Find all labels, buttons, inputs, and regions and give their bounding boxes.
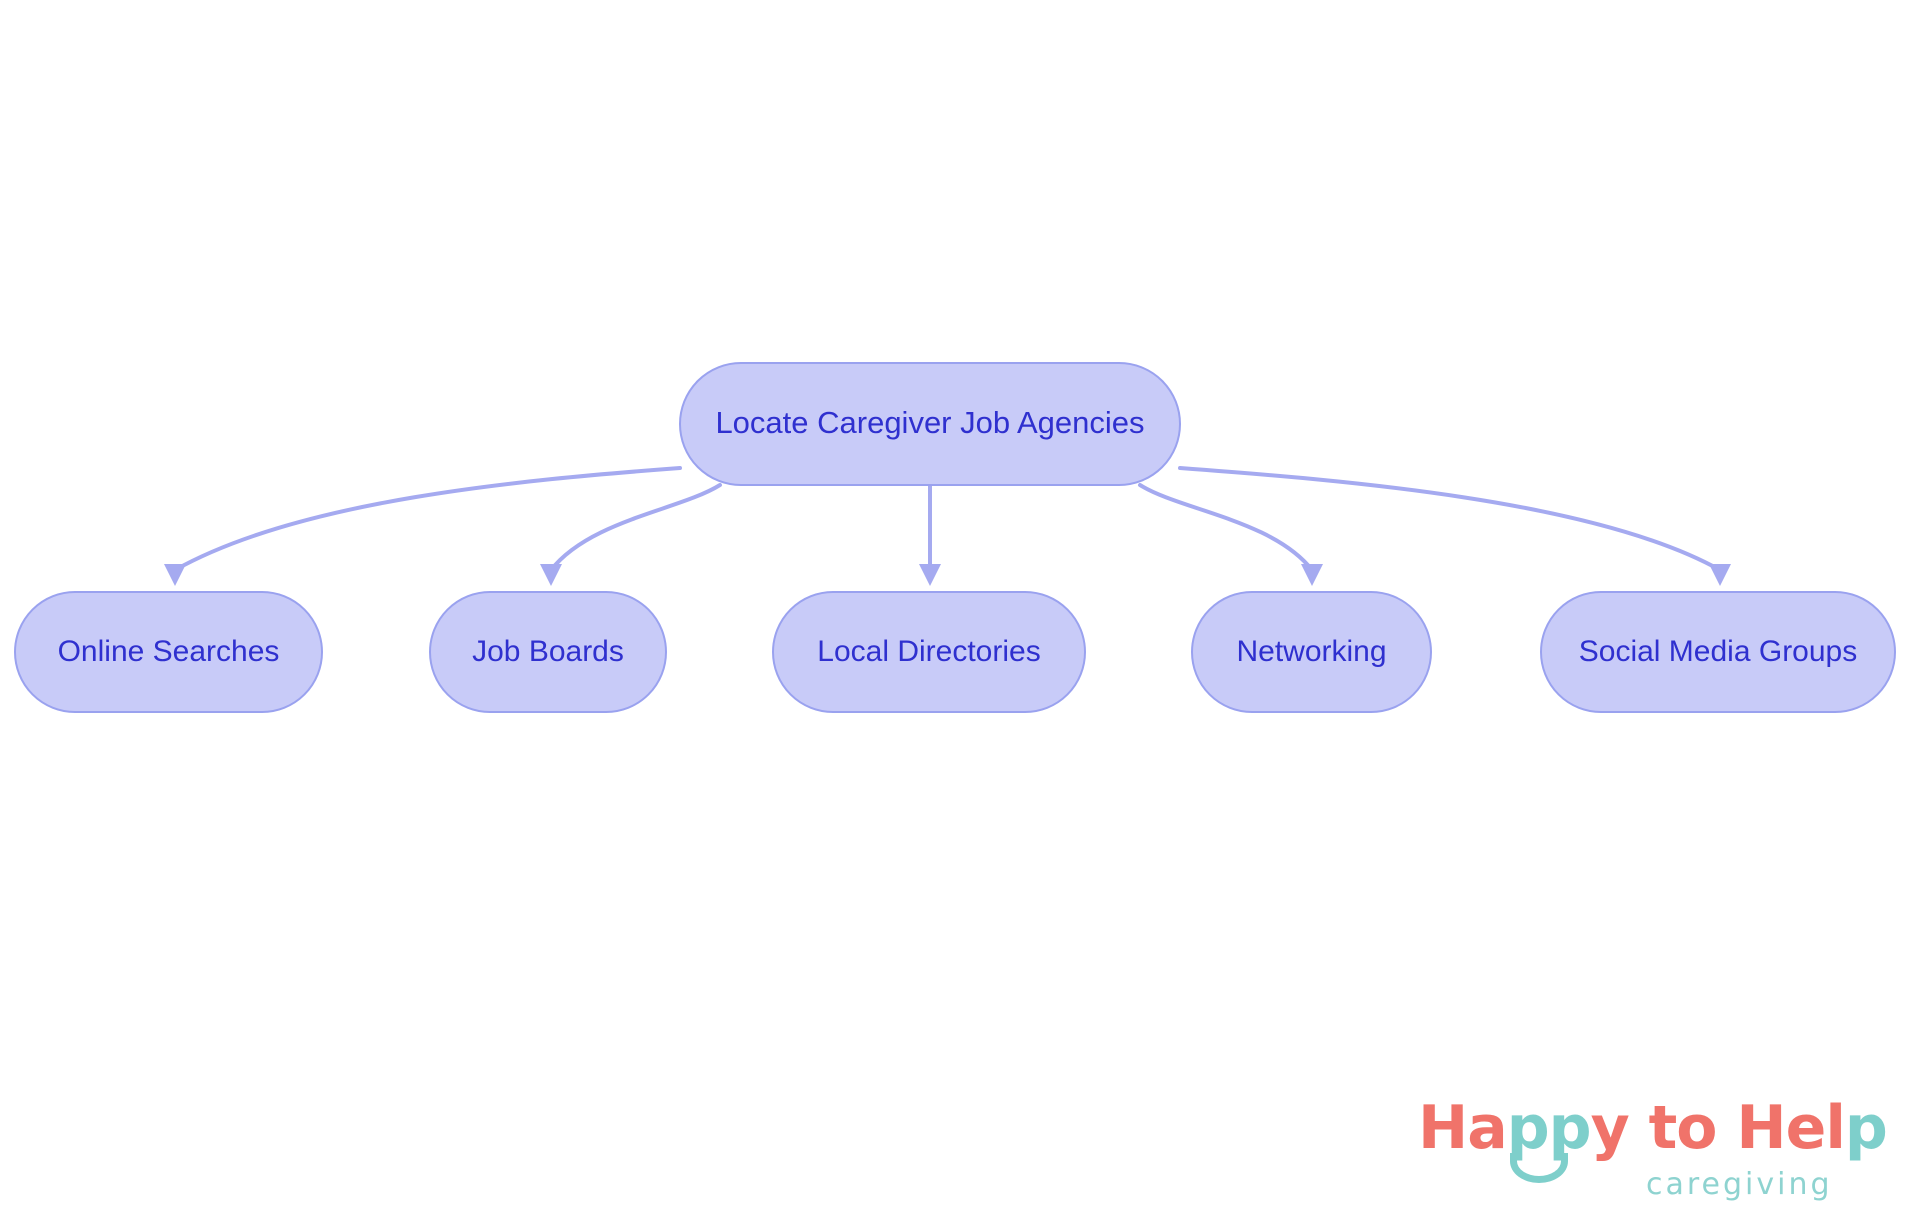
arrowhead-icon-networking: [1301, 564, 1323, 586]
node-local-directories[interactable]: Local Directories: [772, 591, 1086, 713]
node-networking[interactable]: Networking: [1191, 591, 1432, 713]
logo-wordmark: Happy to Help: [1418, 1093, 1888, 1163]
arrowhead-icon-social-media-groups: [1709, 564, 1731, 586]
node-label: Networking: [1236, 635, 1386, 668]
node-job-boards[interactable]: Job Boards: [429, 591, 667, 713]
edge-root-to-job-boards: [549, 483, 722, 572]
node-root-label: Locate Caregiver Job Agencies: [715, 405, 1144, 440]
node-label: Local Directories: [817, 635, 1040, 668]
logo-text-y-to-he: y to He: [1590, 1093, 1827, 1163]
logo-text-ha: Ha: [1418, 1093, 1508, 1163]
node-online-searches[interactable]: Online Searches: [14, 591, 323, 713]
logo-text-pp: pp: [1506, 1093, 1592, 1163]
arrowhead-icon-local-directories: [919, 564, 941, 586]
node-locate-caregiver-job-agencies[interactable]: Locate Caregiver Job Agencies: [679, 362, 1181, 486]
edge-root-to-social-media-groups: [1178, 466, 1722, 572]
logo-tagline: caregiving: [1646, 1167, 1833, 1202]
node-root-shape[interactable]: [679, 362, 1181, 486]
node-shape[interactable]: [1540, 591, 1896, 713]
arrowhead-icon-online-searches: [164, 564, 186, 586]
arrowhead-icon-job-boards: [540, 564, 562, 586]
smile-arc-icon: [1510, 1153, 1568, 1183]
edge-root-to-networking: [1138, 483, 1314, 572]
node-shape[interactable]: [1191, 591, 1432, 713]
node-label: Job Boards: [472, 635, 624, 668]
edge-root-to-online-searches: [173, 466, 682, 572]
node-label: Social Media Groups: [1579, 635, 1857, 668]
node-shape[interactable]: [772, 591, 1086, 713]
node-shape[interactable]: [429, 591, 667, 713]
node-label: Online Searches: [58, 635, 280, 668]
node-shape[interactable]: [14, 591, 323, 713]
logo-text-p: p: [1844, 1093, 1888, 1163]
edges-group: [173, 466, 1722, 572]
happy-to-help-logo: Happy to Help caregiving: [1418, 1095, 1888, 1207]
logo-text-l: l: [1825, 1093, 1846, 1163]
arrowheads-group: [164, 564, 1731, 586]
node-social-media-groups[interactable]: Social Media Groups: [1540, 591, 1896, 713]
